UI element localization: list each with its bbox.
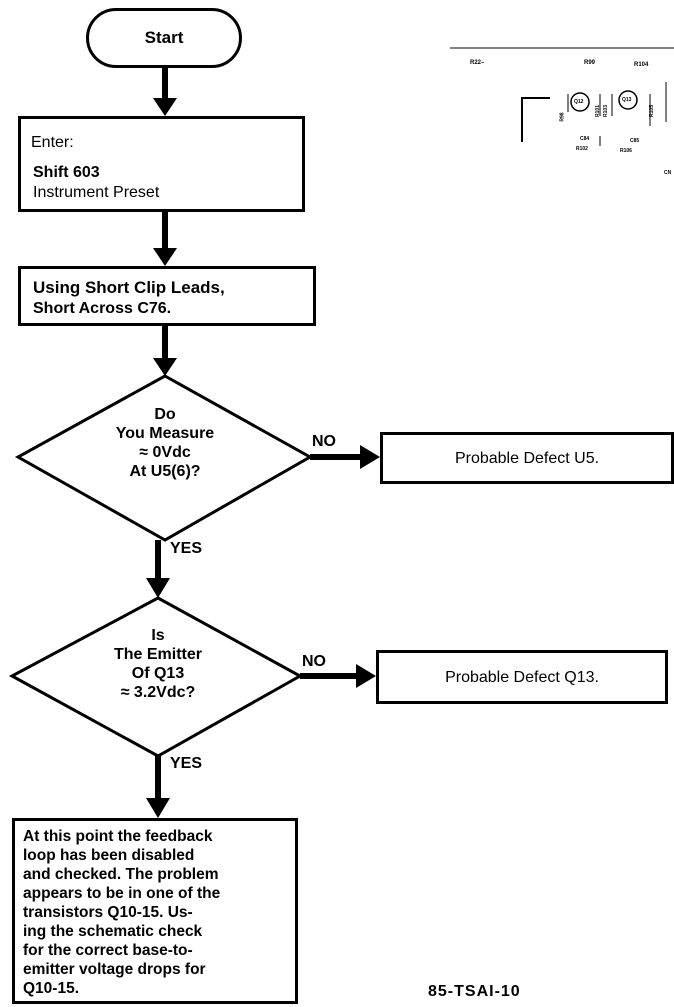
final-line-3: and checked. The problem [23,866,219,883]
schematic-label-r106: R106 [620,148,632,154]
start-terminal: Start [86,8,242,68]
final-line-4: appears to be in one of the [23,885,221,902]
result1-box: Probable Defect U5. [380,432,674,484]
decision1-diamond [14,374,314,542]
final-text: At this point the feedback loop has been… [23,827,220,998]
final-line-7: for the correct base-to- [23,942,193,959]
step1-line2: Shift 603 [33,164,100,181]
step1-box: Enter: Shift 603 Instrument Preset [18,116,305,212]
arrowhead-result1 [360,445,380,469]
schematic-label-r98: R98 [559,112,566,122]
step2-box: Using Short Clip Leads, Short Across C76… [18,266,316,326]
decision1-line2: You Measure [115,425,215,442]
final-line-6: ing the schematic check [23,923,203,940]
final-line-9: Q10-15. [23,980,80,997]
result2-box: Probable Defect Q13. [376,650,668,704]
result1-text: Probable Defect U5. [454,450,600,467]
schematic-label-c85: C85 [630,138,640,144]
final-line-5: transistors Q10-15. Us- [23,904,193,921]
schematic-label-r105: R105 [648,105,655,117]
step1-line3: Instrument Preset [33,184,160,201]
decision2-line3: Of Q13 [131,665,185,682]
schematic-label-r101: R101 [594,105,601,117]
schematic-drawing [450,47,674,146]
schematic-fragment: R22– R99 R104 Q12 Q13 R98 R101 R103 R105… [450,42,674,182]
arrowhead-step1 [153,98,177,116]
result2-text: Probable Defect Q13. [445,669,599,686]
decision2-line4: ≈ 3.2Vdc? [120,684,196,701]
step2-line2: Short Across C76. [33,300,172,317]
decision1-text: Do You Measure ≈ 0Vdc At U5(6)? [85,405,245,481]
decision2-line2: The Emitter [113,646,202,663]
schematic-label-r22: R22– [470,60,485,66]
schematic-label-r104: R104 [634,62,649,68]
schematic-label-q12: Q12 [574,99,584,105]
schematic-label-r99: R99 [584,60,596,66]
decision1-yes-label: YES [170,540,203,557]
figure-id: 85-TSAI-10 [428,983,521,1000]
final-line-2: loop has been disabled [23,847,195,864]
schematic-label-c84: C84 [580,136,590,142]
arrowhead-step2 [153,248,177,266]
schematic-label-r102: R102 [576,146,588,152]
decision2-line1: Is [151,627,165,644]
step1-line1: Enter: [31,134,74,151]
schematic-label-q13: Q13 [622,97,632,103]
decision2-yes-label: YES [170,755,203,772]
arrowhead-result2 [356,664,376,688]
decision2-no-label: NO [302,653,326,670]
decision1-line3: ≈ 0Vdc [139,444,191,461]
decision2-text: Is The Emitter Of Q13 ≈ 3.2Vdc? [78,626,238,702]
schematic-label-r103: R103 [602,105,609,117]
arrowhead-decision2 [146,578,170,598]
schematic-label-cn: CN [664,170,672,176]
decision1-no-label: NO [312,433,336,450]
arrowhead-decision1 [153,358,177,376]
start-label: Start [144,28,184,47]
decision1-line4: At U5(6)? [129,463,201,480]
final-line-8: emitter voltage drops for [23,961,206,978]
decision1-line1: Do [154,406,176,423]
final-line-1: At this point the feedback [23,828,213,845]
step2-line1: Using Short Clip Leads, [33,278,225,297]
arrowhead-final [146,798,170,818]
final-box: At this point the feedback loop has been… [12,818,298,1004]
